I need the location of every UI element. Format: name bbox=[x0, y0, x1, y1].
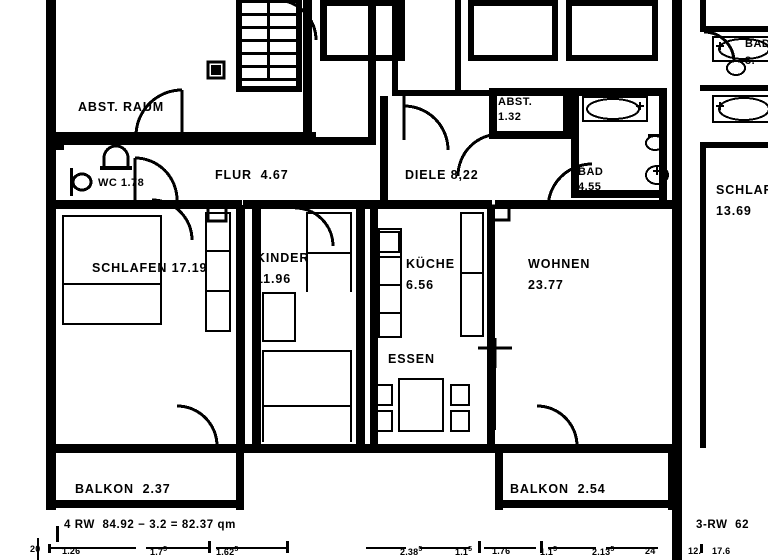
bed bbox=[62, 215, 162, 325]
walls-layer bbox=[46, 0, 768, 560]
dining-table bbox=[373, 338, 512, 432]
room-area-schlaf-right: 13.69 bbox=[716, 204, 752, 218]
room-area-bad: 4.55 bbox=[578, 181, 602, 193]
dim-right-2: 1.76 bbox=[492, 546, 511, 556]
room-label-schlaf-right: SCHLAF bbox=[716, 183, 768, 197]
room-label-bad-right: BAD bbox=[745, 38, 768, 50]
dim-right-4: 2.135 bbox=[592, 546, 615, 557]
room-label-schlafen: SCHLAFEN 17.19 bbox=[92, 261, 208, 275]
room-label-kueche: KÜCHE bbox=[406, 257, 455, 271]
wc-fixtures bbox=[70, 144, 132, 196]
summary-left: 4 RW 84.92 − 3.2 = 82.37 qm bbox=[64, 519, 236, 531]
measure-ticks bbox=[56, 520, 678, 550]
room-area-kinder: 11.96 bbox=[256, 272, 292, 286]
room-label-bad: BAD bbox=[578, 166, 604, 178]
washbasin bbox=[645, 165, 669, 185]
balcony-rail-right bbox=[498, 500, 672, 503]
dim-right-5: 24 bbox=[645, 546, 656, 556]
room-area-abst: 1.32 bbox=[498, 111, 522, 123]
dim-right-0: 2.385 bbox=[400, 546, 423, 557]
kitchen-counter bbox=[378, 212, 484, 338]
room-label-balkon-left: BALKON 2.37 bbox=[75, 482, 171, 496]
dimension-chain bbox=[37, 538, 658, 560]
room-label-abst: ABST. bbox=[498, 96, 533, 108]
bathtub-right bbox=[712, 36, 768, 76]
wardrobe bbox=[205, 212, 231, 332]
room-area-wohnen: 23.77 bbox=[528, 278, 564, 292]
summary-right: 3-RW 62 bbox=[696, 519, 750, 531]
dimension-arrowheads bbox=[48, 541, 703, 553]
bathtub bbox=[582, 96, 648, 122]
room-area-kueche: 6.56 bbox=[406, 278, 434, 292]
room-label-wc: WC 1.78 bbox=[98, 177, 145, 189]
room-area-bad-right: 3. bbox=[745, 55, 756, 67]
bathtub-right-lower bbox=[712, 95, 768, 123]
dim-left-1: 1.75 bbox=[150, 546, 168, 557]
door-swings bbox=[133, 0, 736, 447]
dim-edge-mark: 20 bbox=[30, 544, 41, 554]
dim-right-1: 1.15 bbox=[455, 546, 473, 557]
dim-left-2: 1.625 bbox=[216, 546, 239, 557]
toilet bbox=[645, 134, 665, 151]
room-label-essen: ESSEN bbox=[388, 352, 435, 366]
staircase bbox=[236, 0, 302, 92]
dim-right-7: 17.6 bbox=[712, 546, 731, 556]
room-label-wohnen: WOHNEN bbox=[528, 257, 591, 271]
room-label-flur: FLUR 4.67 bbox=[215, 168, 289, 182]
room-label-abstellraum: ABST. RAUM bbox=[78, 100, 165, 114]
kinder-furniture bbox=[262, 212, 352, 442]
balcony-rail-left bbox=[50, 500, 240, 503]
dim-right-6: 12. bbox=[688, 546, 702, 556]
room-label-balkon-right: BALKON 2.54 bbox=[510, 482, 606, 496]
room-label-diele: DIELE 8,22 bbox=[405, 168, 479, 182]
dim-right-3: 1.15 bbox=[540, 546, 558, 557]
dim-left-0: 1.26 bbox=[62, 546, 81, 556]
room-label-kinder: KINDER bbox=[256, 251, 310, 265]
